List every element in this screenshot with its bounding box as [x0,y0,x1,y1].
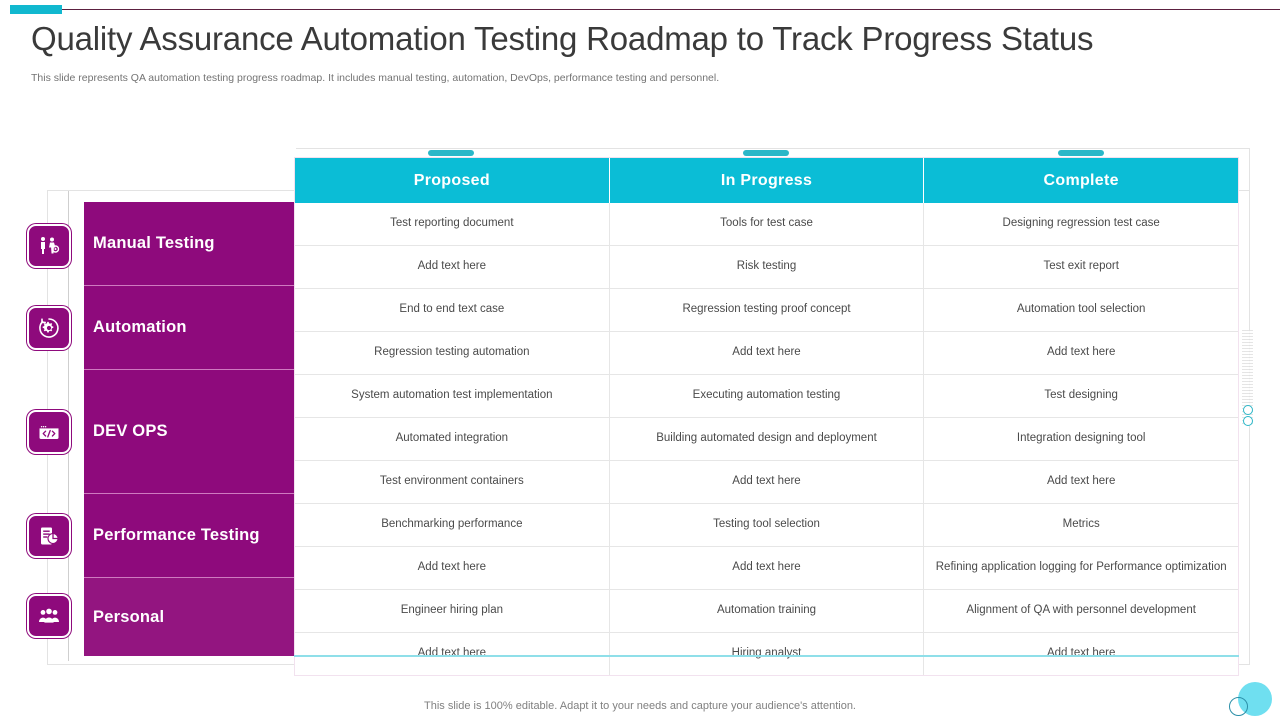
column-tab-in-progress [743,150,789,156]
side-dot-upper [1243,405,1253,415]
table-cell[interactable]: Add text here [610,547,925,589]
table-bottom-accent [294,655,1239,657]
table-cell[interactable]: Engineer hiring plan [295,590,610,632]
icon-chip-devops[interactable] [27,410,71,454]
table-cell[interactable]: Tools for test case [610,203,925,245]
table-cell[interactable]: Add text here [1046,475,1116,488]
category-label: DEV OPS [93,422,168,440]
table-cell[interactable]: Test environment containers [295,461,610,503]
category-label: Performance Testing [93,526,260,544]
category-devops[interactable]: DEV OPS [84,370,295,494]
category-label: Manual Testing [93,234,215,252]
table-header-row: Proposed In Progress Complete [295,158,1238,203]
column-tab-proposed [428,150,474,156]
column-header-in-progress[interactable]: In Progress [610,158,925,203]
side-dot-lower [1243,416,1253,426]
table-cell[interactable]: Test reporting document [295,203,610,245]
table-cell[interactable]: Add text here [610,461,925,503]
table-cell[interactable]: Executing automation testing [610,375,925,417]
page-title: Quality Assurance Automation Testing Roa… [31,20,1094,57]
category-manual-testing[interactable]: Manual Testing [84,202,295,286]
table-cell[interactable]: Automation tool selection [1016,303,1146,316]
category-performance-testing[interactable]: Performance Testing [84,494,295,578]
manual-testing-icon [37,234,61,258]
decorative-ring [1229,697,1248,716]
table-cell[interactable]: Refining application logging for Perform… [935,561,1227,574]
icon-chip-personal[interactable] [27,594,71,638]
top-left-accent-bar [10,5,62,14]
category-personal[interactable]: Personal [84,578,295,656]
category-automation[interactable]: Automation [84,286,295,370]
side-stripe-decoration [1242,330,1253,425]
table-cell[interactable]: Risk testing [610,246,925,288]
table-cell[interactable]: Alignment of QA with personnel developme… [966,604,1196,617]
table-cell[interactable]: Testing tool selection [610,504,925,546]
table-cell[interactable]: Test exit report [1043,260,1119,273]
table-cell[interactable]: End to end text case [295,289,610,331]
category-label: Personal [93,607,165,626]
footer-note: This slide is 100% editable. Adapt it to… [424,700,856,712]
table-cell[interactable]: Automation training [610,590,925,632]
table-cell[interactable]: Add text here [295,547,610,589]
performance-report-icon [37,524,61,548]
table-cell[interactable]: Designing regression test case [1002,217,1160,230]
table-cell[interactable]: Metrics [1062,518,1100,531]
table-cell[interactable]: Test designing [1044,389,1118,402]
table-cell[interactable]: Add text here [295,633,610,675]
column-header-complete[interactable]: Complete [1043,171,1119,189]
top-divider-rule [60,9,1280,10]
table-cell[interactable]: Integration designing tool [1016,432,1146,445]
table-cell[interactable]: Add text here [1046,647,1116,660]
automation-gear-icon [37,316,61,340]
diagram-frame-top-edge [296,148,1250,149]
table-cell[interactable]: Building automated design and deployment [610,418,925,460]
icon-chip-automation[interactable] [27,306,71,350]
table-cell[interactable]: Add text here [610,332,925,374]
column-tab-complete [1058,150,1104,156]
table-cell[interactable]: System automation test implementation [295,375,610,417]
roadmap-table: Proposed In Progress Complete Test repor… [294,157,1239,676]
table-cell[interactable]: Add text here [1046,346,1116,359]
table-cell[interactable]: Add text here [295,246,610,288]
devops-code-window-icon [37,420,61,444]
page-subtitle: This slide represents QA automation test… [31,72,720,84]
table-cell[interactable]: Regression testing automation [295,332,610,374]
category-label: Automation [93,318,187,336]
table-cell[interactable]: Regression testing proof concept [610,289,925,331]
table-cell[interactable]: Automated integration [295,418,610,460]
personnel-people-icon [37,604,61,628]
icon-chip-performance-testing[interactable] [27,514,71,558]
table-cell[interactable]: Hiring analyst [610,633,925,675]
table-cell[interactable]: Benchmarking performance [295,504,610,546]
column-header-proposed[interactable]: Proposed [295,158,610,203]
icon-chip-manual-testing[interactable] [27,224,71,268]
